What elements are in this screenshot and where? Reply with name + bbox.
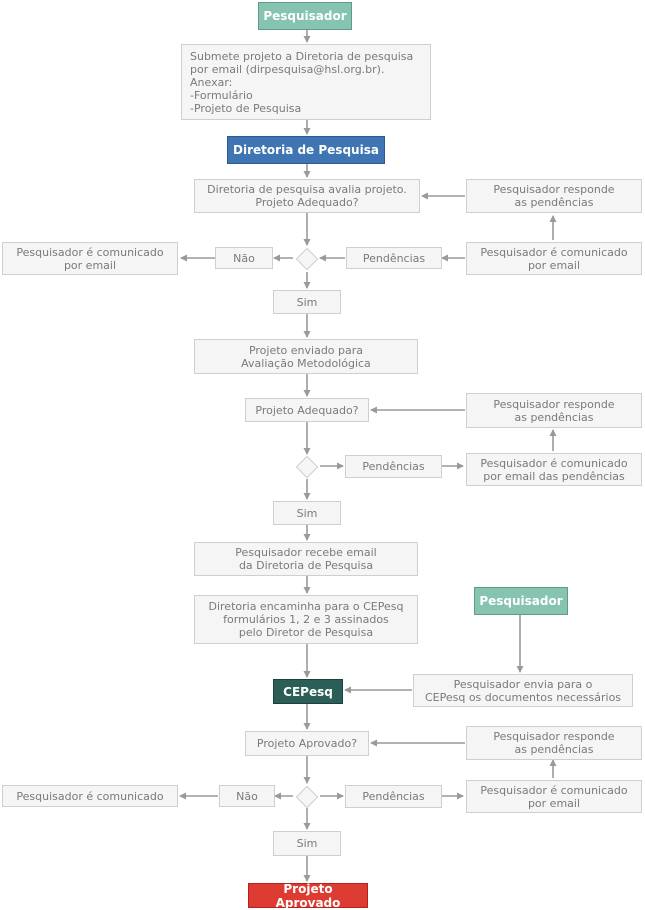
avalia-projeto-node: Diretoria de pesquisa avalia projeto. Pr… xyxy=(194,179,420,213)
pesquisador-node: Pesquisador xyxy=(258,2,352,30)
pendencias-node-1: Pendências xyxy=(346,247,442,269)
diretoria-pesquisa-node: Diretoria de Pesquisa xyxy=(227,136,385,164)
encaminha-cepesq-node: Diretoria encaminha para o CEPesq formul… xyxy=(194,595,418,644)
nao-node-1: Não xyxy=(215,247,273,269)
nao-node-3: Não xyxy=(219,785,275,807)
sim-node-1: Sim xyxy=(273,290,341,314)
projeto-aprovado-question-node: Projeto Aprovado? xyxy=(245,731,369,756)
sim-node-3: Sim xyxy=(273,831,341,856)
submete-projeto-node: Submete projeto a Diretoria de pesquisa … xyxy=(181,44,431,120)
responde-pendencias-node-3: Pesquisador responde as pendências xyxy=(466,726,642,760)
pendencias-node-2: Pendências xyxy=(345,455,442,478)
pesquisador-right-node: Pesquisador xyxy=(474,587,568,615)
comunicado-email-node-3: Pesquisador é comunicado por email xyxy=(466,780,642,813)
comunicado-email-node-1: Pesquisador é comunicado por email xyxy=(466,242,642,275)
projeto-aprovado-node: Projeto Aprovado xyxy=(248,882,368,910)
recebe-email-node: Pesquisador recebe email da Diretoria de… xyxy=(194,542,418,576)
comunicado-left-node-1: Pesquisador é comunicado por email xyxy=(2,242,178,275)
responde-pendencias-node-1: Pesquisador responde as pendências xyxy=(466,179,642,213)
responde-pendencias-node-2: Pesquisador responde as pendências xyxy=(466,393,642,428)
comunicado-email-node-2: Pesquisador é comunicado por email das p… xyxy=(466,453,642,486)
envia-documentos-node: Pesquisador envia para o CEPesq os docum… xyxy=(413,674,633,707)
sim-node-2: Sim xyxy=(273,501,341,525)
pendencias-node-3: Pendências xyxy=(345,785,442,808)
projeto-enviado-node: Projeto enviado para Avaliação Metodológ… xyxy=(194,339,418,374)
projeto-adequado-node: Projeto Adequado? xyxy=(245,398,369,422)
cepesq-node: CEPesq xyxy=(273,679,343,704)
comunicado-left-node-3: Pesquisador é comunicado xyxy=(2,785,178,807)
